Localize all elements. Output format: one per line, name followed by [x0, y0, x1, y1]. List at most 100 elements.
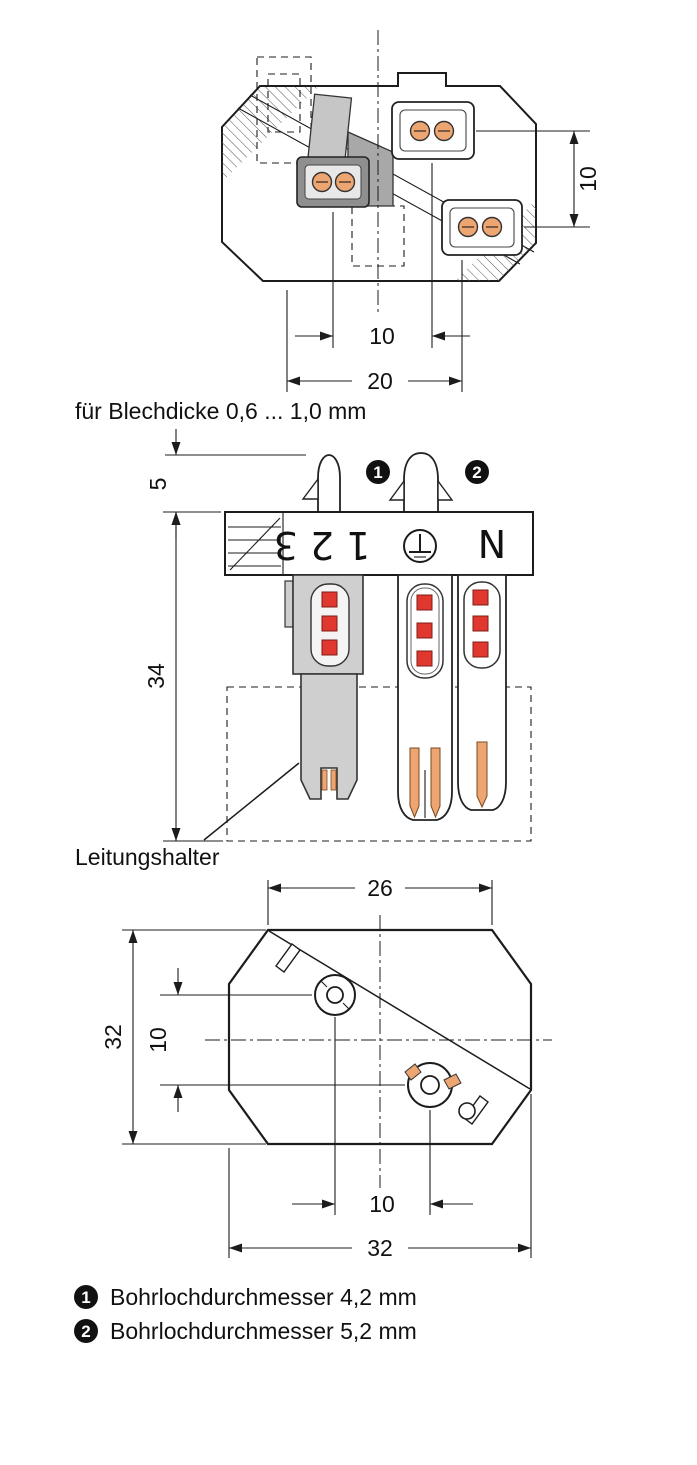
- caption-leitungshalter: Leitungshalter: [75, 844, 220, 870]
- marker-number: 1: [373, 463, 382, 482]
- arrowhead: [430, 1199, 443, 1209]
- arrowhead: [173, 1085, 183, 1098]
- dimension-value: 32: [367, 1235, 393, 1261]
- terminal-inner: [399, 109, 467, 152]
- dimension-left-10: 10: [145, 968, 405, 1112]
- legend: 1 Bohrlochdurchmesser 4,2 mm 2 Bohrlochd…: [74, 1284, 417, 1344]
- test-slot: [472, 641, 489, 658]
- test-slot: [416, 594, 433, 611]
- foot-barb: [388, 478, 405, 501]
- foot-body: [403, 452, 439, 513]
- foot-barb: [437, 478, 454, 501]
- arrowhead: [518, 1243, 531, 1253]
- arrowhead: [173, 982, 183, 995]
- right-pole-leg: [457, 574, 507, 811]
- arrowhead: [287, 376, 300, 386]
- terminal-block-top-right: [391, 101, 475, 160]
- dimension-value: 10: [369, 323, 395, 349]
- marker-1-badge: 1: [366, 460, 390, 484]
- dimension-left-32: 32: [100, 929, 266, 1145]
- lever-arm: [306, 93, 353, 167]
- snap-in-foot-small: [301, 454, 341, 513]
- test-slot: [321, 615, 338, 632]
- arrowhead: [128, 1131, 138, 1144]
- contact-prong: [409, 747, 420, 819]
- arrowhead: [128, 930, 138, 943]
- hole-tick: [342, 1002, 350, 1010]
- mount-hole-2: [404, 1062, 476, 1120]
- terminal-marking: 1 2 3: [274, 523, 371, 567]
- caption-blechdicke: für Blechdicke 0,6 ... 1,0 mm: [75, 398, 366, 424]
- contact-prong: [430, 747, 441, 819]
- dimension-value: 5: [145, 478, 171, 491]
- legend-item-1: 1 Bohrlochdurchmesser 4,2 mm: [74, 1284, 417, 1310]
- arrowhead: [320, 331, 333, 341]
- dimension-value: 34: [143, 663, 169, 689]
- arrowhead: [479, 883, 492, 893]
- neutral-label: N: [478, 523, 506, 567]
- base-outline: [227, 928, 533, 1146]
- marker-circle: [366, 460, 390, 484]
- dimension-bottom-10: 10: [292, 1017, 473, 1217]
- marker-number: 2: [472, 463, 481, 482]
- middle-pole-leg: [397, 574, 453, 821]
- hidden-rect-inner: [267, 73, 301, 133]
- dimension-value: 26: [367, 875, 393, 901]
- test-slot: [416, 650, 433, 667]
- body-louvers: [228, 517, 281, 571]
- dimension-value: 10: [575, 166, 601, 192]
- contact-pad: [404, 1063, 422, 1081]
- dimension-value: 32: [100, 1024, 126, 1050]
- hole-tick: [320, 980, 328, 988]
- dimension-value: 10: [145, 1027, 171, 1053]
- arrowhead: [449, 376, 462, 386]
- marker-circle: [74, 1285, 98, 1309]
- vent-slot: [275, 943, 301, 973]
- test-slot: [472, 589, 489, 606]
- dimension-right-10: 10: [476, 130, 601, 228]
- ground-symbol: [403, 529, 437, 563]
- legend-text: Bohrlochdurchmesser 4,2 mm: [110, 1284, 417, 1310]
- legend-item-2: 2 Bohrlochdurchmesser 5,2 mm: [74, 1318, 417, 1344]
- test-window-inner: [410, 587, 440, 675]
- hidden-rect-outer: [256, 56, 312, 164]
- legend-text: Bohrlochdurchmesser 5,2 mm: [110, 1318, 417, 1344]
- marker-circle: [74, 1319, 98, 1343]
- marker-2-badge: 2: [465, 460, 489, 484]
- pilot-hole: [458, 1102, 476, 1120]
- test-slot: [416, 622, 433, 639]
- dimension-total-34: 34: [143, 511, 223, 842]
- snap-in-foot-large: [388, 452, 454, 513]
- top-view: 10 10 20: [221, 30, 601, 394]
- leg-tab: [284, 580, 294, 628]
- arrowhead: [432, 331, 445, 341]
- arrowhead: [268, 883, 281, 893]
- terminal-block-bottom-right: [441, 199, 523, 256]
- test-slot: [472, 615, 489, 632]
- bottom-view: 26 32: [100, 875, 552, 1261]
- ground-circle: [403, 529, 437, 563]
- arrowhead: [171, 512, 181, 525]
- mount-hole-1: [314, 974, 356, 1016]
- arrowhead: [171, 442, 181, 455]
- dimension-bottom-10: 10: [295, 163, 470, 349]
- dimension-bottom-32: 32: [228, 1094, 532, 1261]
- foot-body: [317, 454, 341, 513]
- arrowhead: [229, 1243, 242, 1253]
- marker-circle: [465, 460, 489, 484]
- housing-outline-top: [221, 72, 537, 282]
- hole-inner: [326, 986, 344, 1004]
- arrowhead: [171, 828, 181, 841]
- hole-inner: [420, 1075, 440, 1095]
- leg-lower: [300, 673, 358, 800]
- arrowhead: [569, 131, 579, 144]
- dimension-bottom-20: 20: [286, 260, 463, 394]
- parting-line: [268, 930, 531, 1090]
- foot-barb: [301, 476, 319, 500]
- dimension-top-26: 26: [267, 875, 493, 925]
- leitungshalter-leg: [284, 574, 364, 800]
- hatch-area-upper-left: [222, 87, 318, 182]
- test-slot: [321, 591, 338, 608]
- arrowhead: [322, 1199, 335, 1209]
